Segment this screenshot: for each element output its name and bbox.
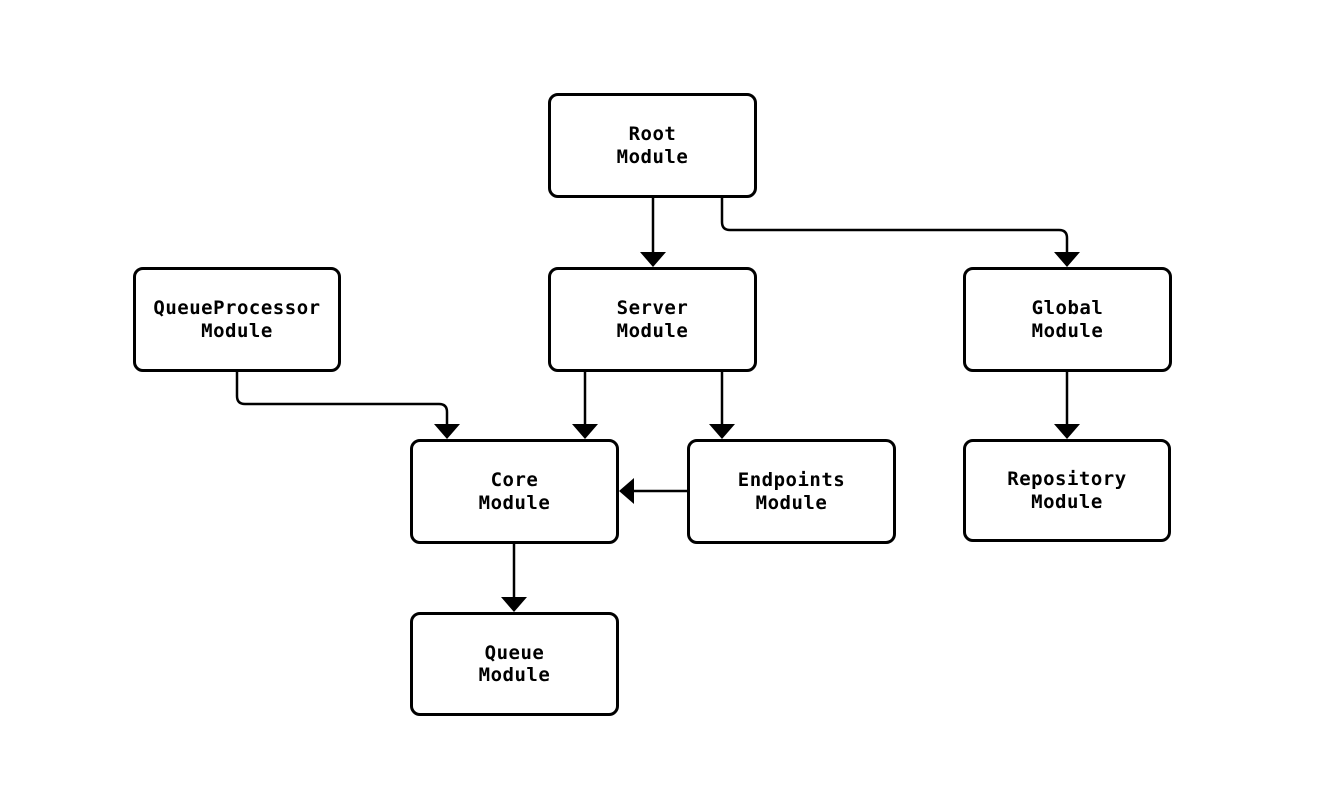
node-root-module: Root Module xyxy=(548,93,757,198)
arrowhead-core-to-queue xyxy=(501,597,527,612)
arrowhead-queueprocessor-to-core xyxy=(434,424,460,439)
edge-root-to-global xyxy=(720,196,1069,257)
node-queue-module: Queue Module xyxy=(410,612,619,716)
arrowhead-server-to-core xyxy=(572,424,598,439)
arrowhead-root-to-server xyxy=(640,252,666,267)
node-queueprocessor-module: QueueProcessor Module xyxy=(133,267,341,372)
node-queueprocessor-module-label: QueueProcessor Module xyxy=(153,297,321,342)
node-server-module-label: Server Module xyxy=(616,297,689,342)
node-global-module: Global Module xyxy=(963,267,1172,372)
arrowhead-global-to-repository xyxy=(1054,424,1080,439)
node-repository-module: Repository Module xyxy=(963,439,1171,542)
node-queue-module-label: Queue Module xyxy=(478,641,551,686)
node-global-module-label: Global Module xyxy=(1031,297,1104,342)
node-repository-module-label: Repository Module xyxy=(1007,468,1127,513)
node-endpoints-module: Endpoints Module xyxy=(687,439,896,544)
arrowhead-server-to-endpoints xyxy=(709,424,735,439)
arrowhead-root-to-global xyxy=(1054,252,1080,267)
edge-queueprocessor-to-core xyxy=(235,370,449,429)
node-core-module-label: Core Module xyxy=(478,469,551,514)
arrowhead-endpoints-to-core xyxy=(619,478,634,504)
node-core-module: Core Module xyxy=(410,439,619,544)
node-root-module-label: Root Module xyxy=(616,123,689,168)
node-server-module: Server Module xyxy=(548,267,757,372)
node-endpoints-module-label: Endpoints Module xyxy=(737,469,846,514)
